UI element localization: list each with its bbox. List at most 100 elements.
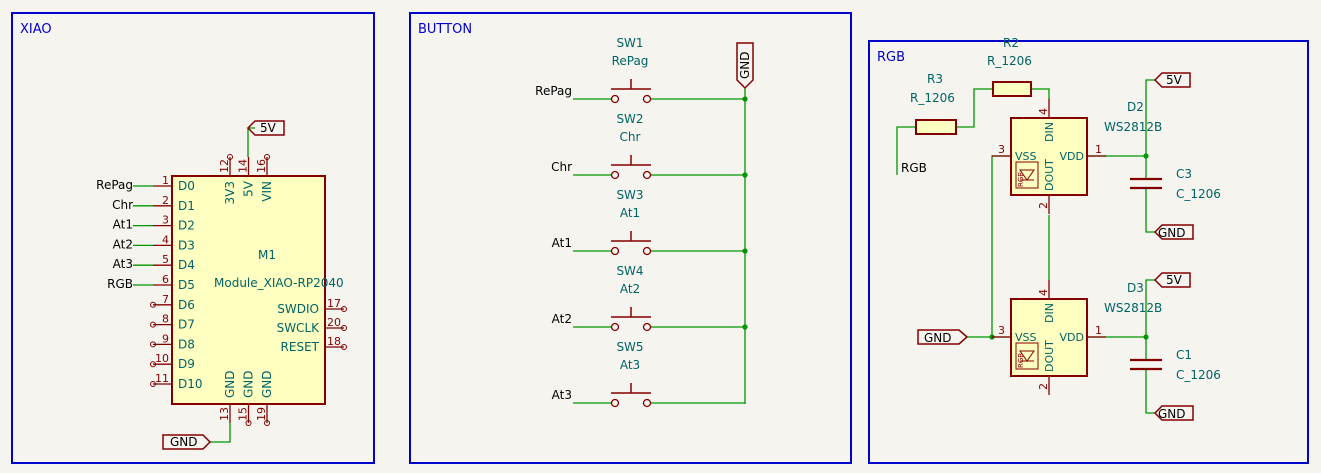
sw2-ref: SW2 <box>616 112 643 126</box>
sw1-ref: SW1 <box>616 36 643 50</box>
sw4-gnd-junction <box>742 324 748 330</box>
sw1-contact-right <box>642 94 652 104</box>
m1-no-connect-12 <box>227 154 233 160</box>
led-d3-label-vdd: VDD <box>1060 331 1084 344</box>
m1-pin-name-11: D10 <box>178 377 203 391</box>
m1-pin-name-6: D5 <box>178 278 195 292</box>
capacitor-c3[interactable]: C3 C_1206 <box>1130 167 1221 201</box>
m1-net-label-rgb[interactable]: RGB <box>107 277 133 291</box>
m1-pin-num-12: 12 <box>218 159 231 173</box>
led-d3-pin-num-din: 4 <box>1037 289 1050 296</box>
m1-pin-num-13: 13 <box>218 407 231 421</box>
m1-pin-name-2: D1 <box>178 199 195 213</box>
m1-pin-num-17: 17 <box>327 297 341 310</box>
m1-pin-num-15: 15 <box>237 407 250 421</box>
m1-net-label-repag[interactable]: RePag <box>96 178 133 192</box>
sheet-rgb-frame <box>868 40 1309 464</box>
d2-value: WS2812B <box>1104 120 1162 134</box>
sw4-value: At2 <box>620 282 640 296</box>
m1-pin-name-5v: 5V <box>242 180 256 197</box>
net-label-at1[interactable]: At1 <box>552 236 572 250</box>
r2-value: R_1206 <box>987 54 1032 68</box>
net-label-chr[interactable]: Chr <box>551 160 572 174</box>
m1-net-label-at3[interactable]: At3 <box>113 257 133 271</box>
m1-pin-name-1: D0 <box>178 179 195 193</box>
r3-ref: R3 <box>927 72 943 86</box>
m1-pin-num-10: 10 <box>155 352 169 365</box>
led-d2-label-vdd: VDD <box>1060 150 1084 163</box>
m1-pin-name-4: D3 <box>178 238 195 252</box>
m1-pin-name-gnd-13: GND <box>223 370 237 398</box>
d3-5v-power-port[interactable]: 5V <box>1153 272 1191 288</box>
capacitor-c1[interactable]: C1 C_1206 <box>1130 348 1221 382</box>
m1-pin-name-5: D4 <box>178 258 195 272</box>
sw4-ref: SW4 <box>616 264 643 278</box>
rgb-net-label: RGB <box>901 161 927 175</box>
d3-ref: D3 <box>1127 281 1144 295</box>
sw5-contact-left <box>610 398 620 408</box>
c3-gnd-power-port[interactable]: GND <box>1153 224 1194 240</box>
sw2-gnd-junction <box>742 172 748 178</box>
button-gnd-flag <box>736 42 754 90</box>
m1-net-label-at1[interactable]: At1 <box>113 218 133 232</box>
c1-gnd-power-port[interactable]: GND <box>1153 405 1194 421</box>
xiao-5v-text: 5V <box>260 121 277 135</box>
c1-ref: C1 <box>1176 348 1192 362</box>
sheet-button: BUTTON <box>409 12 852 464</box>
m1-body <box>171 175 326 405</box>
m1-pin-name-9: D8 <box>178 337 195 351</box>
rgb-gnd-input-flag <box>917 329 969 345</box>
m1-pin-num-9: 9 <box>162 332 169 345</box>
sheet-rgb: RGB <box>868 40 1309 464</box>
net-label-at2[interactable]: At2 <box>552 312 572 326</box>
m1-pin-num-8: 8 <box>162 313 169 326</box>
d3-value: WS2812B <box>1104 301 1162 315</box>
net-label-repag[interactable]: RePag <box>535 84 572 98</box>
c1-gnd-text: GND <box>1158 407 1186 421</box>
d2-5v-power-port[interactable]: 5V <box>1153 72 1191 88</box>
resistor-r3[interactable]: R3 R_1206 <box>910 72 957 135</box>
m1-ref: M1 <box>258 248 276 262</box>
sw3-gnd-junction <box>742 248 748 254</box>
d3-vdd-wire <box>1087 279 1155 338</box>
button-switches: SW1RePagRePagSW2ChrChrSW3At1At1SW4At2At2… <box>535 36 748 408</box>
net-label-at3[interactable]: At3 <box>552 388 572 402</box>
rgb-gnd-input-label[interactable]: GND <box>917 329 969 345</box>
xiao-gnd-wire <box>210 423 231 443</box>
m1-no-connect-9 <box>150 341 156 348</box>
m1-pin-name-swdio: SWDIO <box>277 302 319 316</box>
sheet-xiao-title: XIAO <box>20 22 52 37</box>
r2-ref: R2 <box>1003 36 1019 50</box>
m1-pin-num-11: 11 <box>155 372 169 385</box>
m1-no-connect-10 <box>150 361 156 368</box>
c1-gnd-flag <box>1153 405 1194 421</box>
sw2-contact-left <box>610 170 620 180</box>
sw3-ref: SW3 <box>616 188 643 202</box>
sw2-contact-right <box>642 170 652 180</box>
button-gnd-power-port[interactable]: GND <box>736 42 754 90</box>
sw1-value: RePag <box>612 54 649 68</box>
m1-pin-name-7: D6 <box>178 298 195 312</box>
m1-net-label-at2[interactable]: At2 <box>113 237 133 251</box>
led-d3-pin-num-dout: 2 <box>1037 383 1050 390</box>
m1-net-label-chr[interactable]: Chr <box>112 198 133 212</box>
resistor-r2[interactable]: R2 R_1206 <box>987 36 1032 97</box>
xiao-gnd-text: GND <box>170 435 198 449</box>
d3-5v-flag <box>1153 272 1191 288</box>
xiao-5v-power-port[interactable]: 5V <box>246 120 285 157</box>
c1-value: C_1206 <box>1176 368 1221 382</box>
d2-5v-flag <box>1153 72 1191 88</box>
m1-pin-num-20: 20 <box>327 316 341 329</box>
m1-pin-name-3: D2 <box>178 219 195 233</box>
xiao-gnd-power-port[interactable]: GND <box>162 423 231 450</box>
m1-pin-num-1: 1 <box>162 174 169 187</box>
